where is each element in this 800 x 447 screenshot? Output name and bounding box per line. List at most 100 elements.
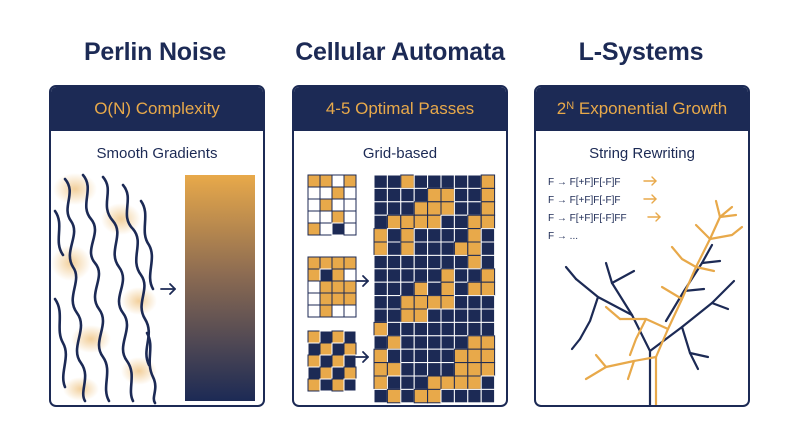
grid-cell <box>373 214 388 230</box>
grid-cell <box>400 362 415 377</box>
perlin-illustration <box>51 173 255 405</box>
lsystems-title: L-Systems <box>578 38 704 66</box>
grid-cell <box>343 210 357 224</box>
grid-cell <box>307 292 321 306</box>
noise-blobs <box>51 173 157 401</box>
grid-cell <box>467 281 482 297</box>
grid-cell <box>386 308 402 323</box>
grid-cell <box>331 330 345 344</box>
grid-cell <box>440 295 455 310</box>
grid-cell <box>386 187 402 203</box>
grid-cell <box>453 201 469 216</box>
grid-cell <box>331 378 345 392</box>
grid-cell <box>319 330 333 344</box>
right-arrow-icon <box>160 283 176 295</box>
grid-cell <box>319 342 333 356</box>
grid-cell <box>453 388 469 404</box>
grid-cell <box>386 348 402 364</box>
grid-cell <box>400 281 415 297</box>
grid-cell <box>343 186 357 200</box>
small-grid-final <box>307 330 357 392</box>
grid-cell <box>373 388 388 404</box>
grid-cell <box>386 281 402 297</box>
rule-line-1: F → F[+F]F[-F]F <box>548 177 621 188</box>
grid-cell <box>373 228 388 243</box>
grid-cell <box>480 228 496 243</box>
grid-cell <box>319 280 333 294</box>
lsystems-header-base: 2 <box>556 99 567 118</box>
grid-cell <box>467 362 482 377</box>
grid-cell <box>413 375 429 390</box>
grid-cell <box>413 335 429 350</box>
grid-cell <box>480 214 496 230</box>
right-arrow-icon <box>647 212 661 222</box>
grid-cell <box>453 254 469 270</box>
grid-cell <box>386 362 402 377</box>
perlin-subtitle: Smooth Gradients <box>96 145 218 162</box>
grid-cell <box>400 308 415 323</box>
grid-cell <box>440 348 455 364</box>
grid-cell <box>331 342 345 356</box>
grid-cell <box>467 388 482 404</box>
grid-cell <box>467 321 482 337</box>
grid-cell <box>331 280 345 294</box>
small-grid-middle <box>307 256 357 318</box>
grid-cell <box>386 201 402 216</box>
grid-cell <box>427 254 442 270</box>
grid-cell <box>413 228 429 243</box>
grid-cell <box>427 335 442 350</box>
grid-cell <box>427 228 442 243</box>
right-arrow-icon <box>643 176 657 186</box>
grid-cell <box>400 201 415 216</box>
grid-cell <box>331 304 345 318</box>
grid-cell <box>400 335 415 350</box>
grid-cell <box>400 174 415 189</box>
grid-cell <box>467 335 482 350</box>
grid-cell <box>373 268 388 283</box>
large-grid <box>373 174 496 404</box>
grid-cell <box>386 388 402 404</box>
grid-cell <box>427 268 442 283</box>
grid-cell <box>467 268 482 283</box>
grid-cell <box>343 222 357 236</box>
grid-cell <box>373 187 388 203</box>
grid-cell <box>453 228 469 243</box>
grid-cell <box>343 354 357 368</box>
grid-cell <box>480 375 496 390</box>
grid-cell <box>413 281 429 297</box>
grid-cell <box>373 281 388 297</box>
grid-cell <box>413 388 429 404</box>
grid-cell <box>331 174 345 188</box>
grid-cell <box>453 174 469 189</box>
grid-cell <box>373 308 388 323</box>
grid-cell <box>386 228 402 243</box>
grid-cell <box>413 174 429 189</box>
grid-cell <box>343 280 357 294</box>
grid-cell <box>319 304 333 318</box>
grid-cell <box>413 321 429 337</box>
grid-cell <box>373 335 388 350</box>
grid-cell <box>331 256 345 270</box>
cellular-card: 4-5 Optimal Passes Grid-based <box>292 85 508 407</box>
grid-cell <box>386 295 402 310</box>
grid-cell <box>343 378 357 392</box>
grid-cell <box>319 354 333 368</box>
grid-cell <box>427 362 442 377</box>
grid-cell <box>413 362 429 377</box>
grid-cell <box>307 342 321 356</box>
grid-cell <box>467 295 482 310</box>
perlin-header: O(N) Complexity <box>51 87 263 131</box>
grid-cell <box>319 174 333 188</box>
grid-cell <box>400 295 415 310</box>
grid-cell <box>386 268 402 283</box>
grid-cell <box>400 254 415 270</box>
grid-cell <box>331 354 345 368</box>
cellular-title: Cellular Automata <box>295 38 505 66</box>
grid-cell <box>427 201 442 216</box>
grid-cell <box>453 281 469 297</box>
grid-cell <box>453 335 469 350</box>
grid-cell <box>386 335 402 350</box>
grid-cell <box>413 187 429 203</box>
grid-cell <box>440 214 455 230</box>
tree-navy-branches <box>564 243 736 405</box>
